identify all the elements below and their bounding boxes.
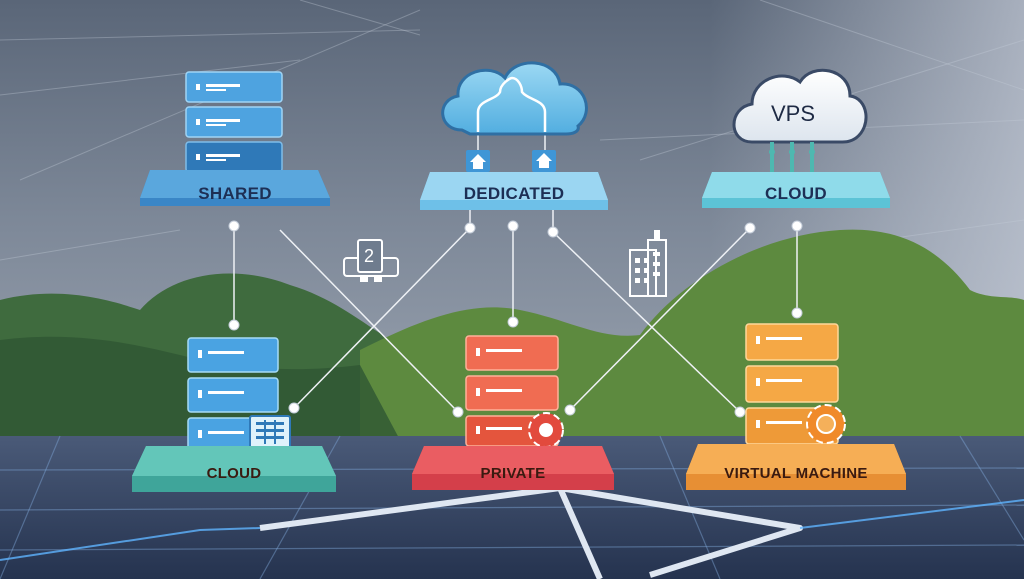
cloud-bottom-platform (132, 446, 336, 492)
dedicated-platform (420, 172, 608, 210)
virtual-machine-gear-icon (806, 404, 846, 444)
private-gear-icon (528, 412, 564, 448)
vps-cloud-text: VPS (771, 101, 815, 126)
connection-nodes (228, 220, 803, 418)
private-platform (412, 446, 614, 490)
ground-path (259, 485, 803, 581)
badge-number-text: 2 (364, 246, 374, 266)
virtual-machine-platform (686, 444, 906, 490)
dedicated-house-icons (466, 150, 556, 172)
numbered-card-icon (343, 239, 399, 282)
shared-server-stack (185, 71, 283, 173)
connection-lines (233, 132, 798, 413)
building-icon (629, 230, 667, 297)
vps-cloud-icon (732, 68, 868, 175)
dedicated-cloud-icon (441, 61, 588, 136)
cloud-server-stack (187, 337, 291, 453)
ground-glow-lines (0, 499, 1024, 561)
cloud-top-platform (702, 172, 890, 208)
shared-platform (140, 170, 330, 206)
